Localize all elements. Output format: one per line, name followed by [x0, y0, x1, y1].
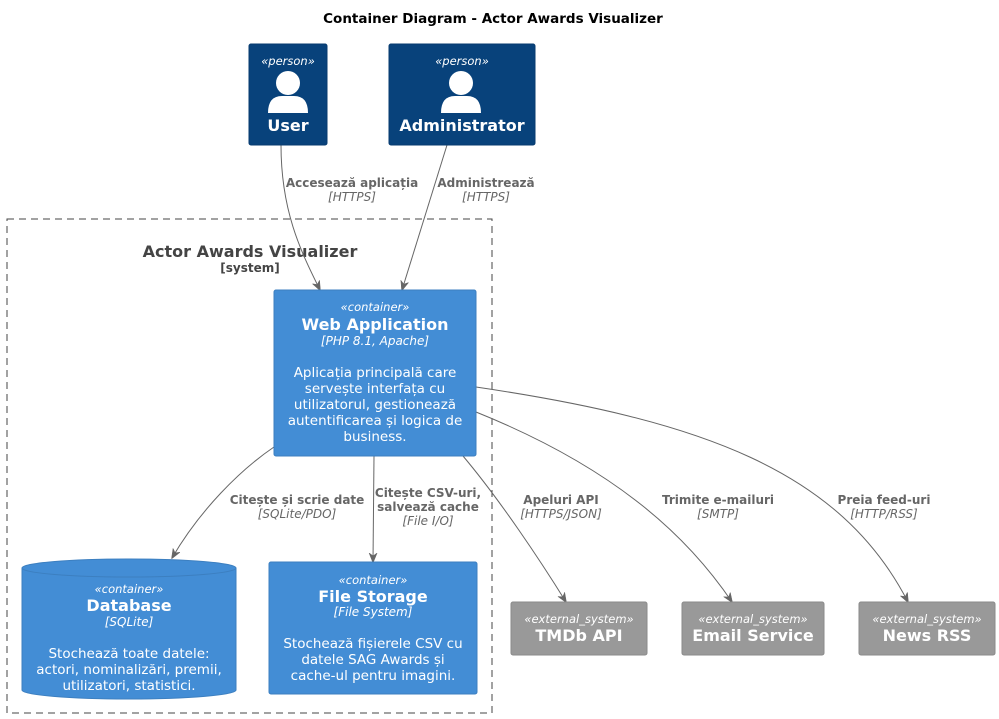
edge-web-tmdb [462, 455, 566, 602]
news-rss-name: News RSS [883, 626, 972, 645]
container-file-storage[interactable]: «container» File Storage [File System] S… [268, 561, 478, 695]
database-desc-3: utilizatori, statistici. [62, 678, 195, 694]
edge-user-web-label: Accesează aplicația [286, 176, 418, 190]
database-cylinder [21, 558, 237, 700]
database-desc-2: actori, nominalizări, premii, [36, 662, 222, 678]
web-application-stereotype: «container» [341, 300, 410, 314]
external-email-service[interactable]: «external_system» Email Service [681, 601, 825, 656]
edge-web-database-tech: [SQLite/PDO] [258, 507, 337, 521]
web-application-name: Web Application [301, 315, 448, 334]
edge-user-web [280, 144, 320, 290]
file-storage-stereotype: «container» [339, 573, 408, 587]
news-rss-stereotype: «external_system» [872, 612, 981, 626]
email-service-stereotype: «external_system» [698, 612, 807, 626]
web-application-desc-2: servește interfața cu [305, 381, 445, 397]
database-stereotype: «container» [95, 582, 164, 596]
edge-admin-web-label: Administrează [437, 176, 534, 190]
container-web-application[interactable]: «container» Web Application [PHP 8.1, Ap… [273, 289, 477, 457]
person-user-stereotype: «person» [261, 54, 315, 68]
database-name: Database [86, 596, 171, 615]
diagram-title: Container Diagram - Actor Awards Visuali… [323, 11, 663, 27]
system-boundary-title: Actor Awards Visualizer [143, 242, 358, 261]
system-boundary-type: [system] [220, 261, 279, 275]
person-icon [441, 71, 481, 113]
system-boundary-border [6, 218, 493, 714]
web-application-desc-1: Aplicația principală care [294, 365, 457, 381]
file-storage-desc-1: Stochează fișierele CSV cu [283, 636, 462, 652]
edge-web-database [172, 446, 275, 558]
external-news-rss[interactable]: «external_system» News RSS [858, 601, 996, 656]
edge-web-filestorage-label-2: salvează cache [377, 500, 479, 514]
person-administrator[interactable]: «person» Administrator [388, 43, 536, 146]
database-desc-1: Stochează toate datele: [48, 646, 209, 662]
email-service-name: Email Service [692, 626, 814, 645]
edge-web-news-label: Preia feed-uri [838, 493, 931, 507]
email-service-box [681, 601, 825, 656]
web-application-desc-3: utilizatorul, gestionează [294, 397, 456, 413]
external-tmdb-api[interactable]: «external_system» TMDb API [510, 601, 648, 656]
file-storage-desc-3: cache-ul pentru imagini. [291, 668, 456, 684]
edge-web-filestorage [373, 455, 374, 562]
tmdb-api-stereotype: «external_system» [524, 612, 633, 626]
person-user-name: User [267, 116, 308, 135]
file-storage-name: File Storage [318, 587, 428, 606]
edge-web-tmdb-label: Apeluri API [523, 493, 598, 507]
edge-web-email [475, 411, 732, 602]
database-tech: [SQLite] [105, 615, 154, 629]
edge-user-web-tech: [HTTPS] [328, 190, 376, 204]
file-storage-desc-2: datele SAG Awards și [301, 652, 444, 668]
edge-web-email-tech: [SMTP] [697, 507, 739, 521]
person-icon [268, 71, 308, 113]
person-administrator-stereotype: «person» [435, 54, 489, 68]
edge-web-news-tech: [HTTP/RSS] [850, 507, 918, 521]
edge-web-email-label: Trimite e-mailuri [662, 493, 774, 507]
database-cylinder-rim [21, 567, 237, 578]
edge-web-filestorage-label-1: Citește CSV-uri, [375, 486, 481, 500]
web-application-box [273, 289, 477, 457]
container-database[interactable]: «container» Database [SQLite] Stochează … [21, 558, 237, 700]
edge-web-tmdb-tech: [HTTPS/JSON] [520, 507, 602, 521]
tmdb-api-box [510, 601, 648, 656]
web-application-desc-5: business. [343, 429, 406, 445]
relations: Accesează aplicația [HTTPS] Administreaz… [172, 144, 931, 602]
edge-web-database-label: Citește și scrie date [230, 493, 365, 507]
person-administrator-name: Administrator [399, 116, 524, 135]
tmdb-api-name: TMDb API [535, 626, 622, 645]
edge-web-news [475, 386, 908, 602]
web-application-desc-4: autentificarea și logica de [288, 413, 463, 429]
file-storage-box [268, 561, 478, 695]
edge-admin-web-tech: [HTTPS] [462, 190, 510, 204]
web-application-tech: [PHP 8.1, Apache] [321, 334, 429, 348]
file-storage-tech: [File System] [334, 605, 413, 619]
person-user[interactable]: «person» User [248, 43, 328, 146]
news-rss-box [858, 601, 996, 656]
edge-admin-web [402, 144, 448, 290]
edge-web-filestorage-tech: [File I/O] [402, 514, 453, 528]
